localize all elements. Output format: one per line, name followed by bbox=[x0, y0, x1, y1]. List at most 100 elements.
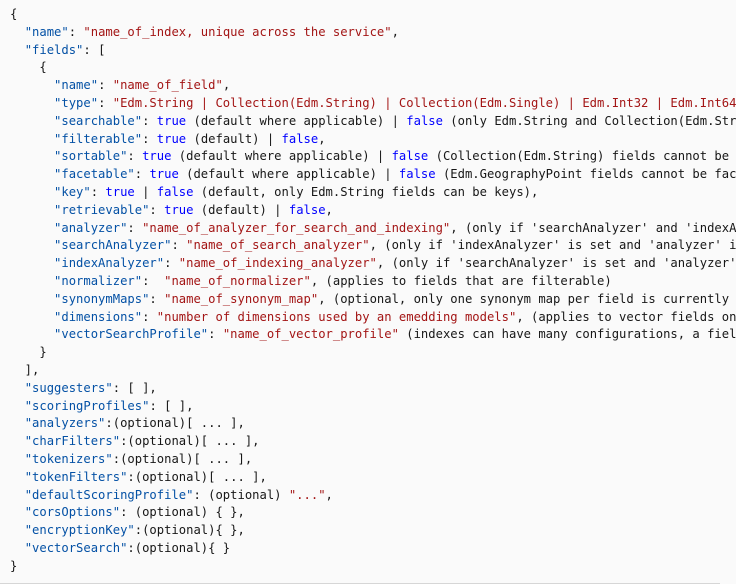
code-line: "defaultScoringProfile": (optional) "...… bbox=[10, 487, 720, 505]
code-text: , bbox=[222, 78, 231, 93]
code-text bbox=[10, 203, 54, 217]
code-text: (default) | bbox=[186, 131, 282, 146]
code-text: } bbox=[10, 558, 18, 573]
code-line: "charFilters":(optional)[ ... ], bbox=[10, 433, 720, 451]
json-string: "name_of_synonym_map" bbox=[164, 291, 319, 306]
code-text: , (optional, only one synonym map per fi… bbox=[318, 291, 730, 306]
json-keyword: true bbox=[156, 131, 187, 146]
code-line: "name": "name_of_index, unique across th… bbox=[10, 24, 720, 42]
json-key: "fields" bbox=[24, 42, 84, 57]
code-line: "filterable": true (default) | false, bbox=[10, 131, 720, 149]
code-text: :(optional)[ ... ], bbox=[127, 469, 267, 484]
code-text: (only Edm.String and Collection(Edm.Str bbox=[442, 113, 736, 128]
json-keyword: false bbox=[391, 149, 429, 164]
code-text bbox=[10, 310, 54, 324]
code-line: } bbox=[10, 344, 720, 362]
code-text bbox=[10, 399, 25, 413]
code-text bbox=[10, 523, 25, 537]
code-text: : bbox=[68, 24, 84, 39]
code-line: "key": true | false (default, only Edm.S… bbox=[10, 184, 720, 202]
json-key: "suggesters" bbox=[24, 380, 113, 395]
code-text bbox=[10, 185, 54, 199]
code-text bbox=[10, 149, 54, 163]
code-text: (indexes can have many configurations, a… bbox=[398, 327, 736, 342]
code-text: , (only if 'searchAnalyzer' and 'indexA bbox=[450, 220, 736, 235]
code-text: : (optional) bbox=[193, 487, 289, 502]
code-text: :(optional)[ ... ], bbox=[120, 434, 260, 449]
code-text: : bbox=[142, 273, 165, 288]
code-text: : bbox=[98, 95, 113, 110]
json-keyword: true bbox=[149, 167, 179, 182]
code-line: ], bbox=[10, 362, 720, 380]
code-text: : bbox=[164, 256, 179, 271]
code-line: "indexAnalyzer": "name_of_indexing_analy… bbox=[10, 255, 736, 273]
code-text bbox=[10, 256, 54, 270]
json-key: "tokenizers" bbox=[24, 451, 113, 466]
json-key: "defaultScoringProfile" bbox=[24, 487, 194, 502]
code-text bbox=[10, 416, 25, 430]
json-keyword: false bbox=[406, 113, 443, 128]
code-text: : bbox=[142, 113, 157, 128]
json-key: "tokenFilters" bbox=[24, 469, 128, 484]
json-keyword: true bbox=[156, 113, 187, 128]
code-text bbox=[10, 381, 25, 395]
code-text bbox=[10, 452, 25, 466]
code-text: : bbox=[127, 220, 143, 235]
code-line: "fields": [ bbox=[10, 42, 720, 60]
code-line: "tokenizers":(optional)[ ... ], bbox=[10, 451, 720, 469]
json-keyword: true bbox=[105, 184, 135, 199]
code-line: { bbox=[10, 59, 720, 77]
json-string: "name_of_index, unique across the servic… bbox=[83, 24, 392, 39]
code-listing[interactable]: { "name": "name_of_index, unique across … bbox=[10, 6, 736, 576]
code-text bbox=[10, 505, 25, 519]
json-string: "..." bbox=[288, 487, 326, 502]
json-key: "key" bbox=[54, 184, 91, 199]
code-line: "searchable": true (default where applic… bbox=[10, 113, 736, 131]
code-text bbox=[10, 114, 54, 128]
code-text: (default where applicable) | bbox=[178, 167, 399, 182]
json-string: "name_of_indexing_analyzer" bbox=[178, 256, 377, 271]
code-text: , bbox=[325, 202, 333, 217]
code-text: : [ bbox=[83, 42, 106, 57]
code-line: "dimensions": "number of dimensions used… bbox=[10, 309, 736, 327]
code-text: { bbox=[10, 7, 18, 21]
json-string: "name_of_analyzer_for_search_and_indexin… bbox=[142, 220, 451, 235]
code-text bbox=[10, 96, 54, 110]
json-key: "vectorSearchProfile" bbox=[54, 327, 209, 342]
code-text bbox=[10, 78, 54, 92]
json-key: "corsOptions" bbox=[24, 505, 121, 520]
code-text: : [ ], bbox=[112, 380, 157, 395]
json-key: "analyzer" bbox=[54, 220, 128, 235]
json-key: "analyzers" bbox=[24, 416, 106, 431]
json-string: "name_of_vector_profile" bbox=[222, 327, 399, 342]
code-line: "encryptionKey":(optional){ }, bbox=[10, 522, 720, 540]
code-text bbox=[10, 238, 54, 252]
json-key: "scoringProfiles" bbox=[24, 398, 150, 413]
code-line: "facetable": true (default where applica… bbox=[10, 166, 736, 184]
code-text: : bbox=[171, 238, 187, 253]
json-key: "type" bbox=[54, 95, 99, 110]
code-line: "searchAnalyzer": "name_of_search_analyz… bbox=[10, 237, 736, 255]
code-text bbox=[10, 25, 25, 39]
json-key: "charFilters" bbox=[24, 434, 121, 449]
json-key: "vectorSearch" bbox=[24, 540, 128, 555]
json-key: "searchable" bbox=[54, 113, 143, 128]
code-line: "tokenFilters":(optional)[ ... ], bbox=[10, 469, 720, 487]
code-text: ], bbox=[10, 362, 40, 377]
code-line: "corsOptions": (optional) { }, bbox=[10, 504, 720, 522]
code-line: "analyzer": "name_of_analyzer_for_search… bbox=[10, 220, 736, 238]
code-text: : [ ], bbox=[149, 398, 194, 413]
json-key: "normalizer" bbox=[54, 273, 143, 288]
code-text bbox=[10, 43, 25, 57]
json-key: "filterable" bbox=[54, 131, 143, 146]
code-text: , (applies to fields that are filterable… bbox=[310, 273, 612, 288]
code-text: :(optional){ }, bbox=[134, 523, 245, 538]
json-key: "name" bbox=[24, 24, 69, 39]
json-key: "encryptionKey" bbox=[24, 523, 135, 538]
code-text: (default where applicable) | bbox=[186, 113, 407, 128]
code-line: "normalizer": "name_of_normalizer", (app… bbox=[10, 273, 720, 291]
code-text bbox=[10, 434, 25, 448]
code-text: : (optional) { }, bbox=[120, 505, 245, 520]
code-line: "type": "Edm.String | Collection(Edm.Str… bbox=[10, 95, 736, 113]
code-text: , (only if 'indexAnalyzer' is set and 'a… bbox=[369, 238, 736, 253]
